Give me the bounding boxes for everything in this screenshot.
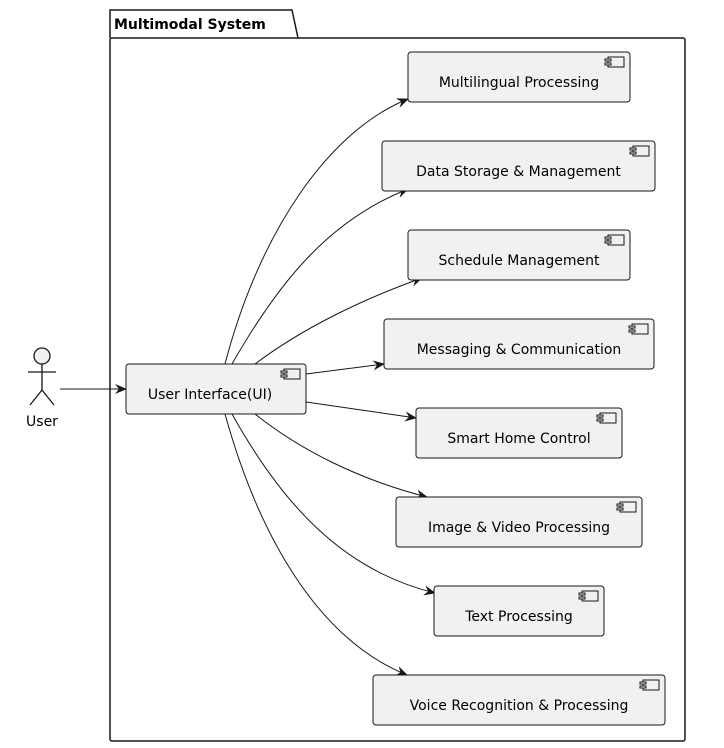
component-box — [415, 407, 623, 459]
component-label: Image & Video Processing — [428, 520, 610, 536]
component-box — [395, 496, 643, 548]
component-icon — [629, 145, 650, 157]
edge-ui-to-smart-home — [305, 401, 417, 422]
component-icon — [596, 412, 617, 424]
component-icon — [604, 56, 625, 68]
component-image-video[interactable]: Image & Video Processing — [395, 496, 643, 548]
edge-ui-to-text — [231, 413, 436, 596]
component-messaging[interactable]: Messaging & Communication — [383, 318, 655, 370]
connections — [60, 98, 436, 676]
edge-ui-to-schedule — [254, 276, 423, 365]
component-box — [372, 674, 666, 726]
component-smart-home[interactable]: Smart Home Control — [415, 407, 623, 459]
component-label: Data Storage & Management — [416, 164, 621, 180]
component-multilingual[interactable]: Multilingual Processing — [407, 51, 631, 103]
edge-ui-to-data-storage — [231, 188, 409, 365]
component-schedule[interactable]: Schedule Management — [407, 229, 631, 281]
component-icon — [578, 590, 599, 602]
component-text[interactable]: Text Processing — [433, 585, 605, 637]
component-box — [381, 140, 656, 192]
actor-label: User — [26, 414, 58, 430]
edge-ui-to-messaging — [305, 360, 385, 375]
component-label: Smart Home Control — [447, 431, 590, 447]
component-label: Text Processing — [464, 609, 573, 625]
component-voice[interactable]: Voice Recognition & Processing — [372, 674, 666, 726]
actor-user[interactable]: User — [26, 347, 58, 430]
component-data-storage[interactable]: Data Storage & Management — [381, 140, 656, 192]
component-icon — [616, 501, 637, 513]
component-box — [407, 51, 631, 103]
component-icon — [604, 234, 625, 246]
edge-ui-to-voice — [224, 413, 408, 676]
component-icon — [639, 679, 660, 691]
component-label: Voice Recognition & Processing — [410, 698, 629, 714]
edge-ui-to-image-video — [254, 413, 428, 500]
component-label: Multilingual Processing — [439, 75, 599, 91]
edge-ui-to-multilingual — [224, 98, 409, 365]
component-box — [407, 229, 631, 281]
package-title: Multimodal System — [114, 17, 266, 33]
component-icon — [280, 368, 301, 380]
hub-label: User Interface(UI) — [148, 387, 272, 403]
component-label: Schedule Management — [438, 253, 600, 269]
component-box — [383, 318, 655, 370]
stick-figure-icon — [28, 347, 56, 406]
component-user-interface[interactable]: User Interface(UI) — [125, 363, 307, 415]
component-box — [433, 585, 605, 637]
component-label: Messaging & Communication — [417, 342, 622, 358]
component-icon — [628, 323, 649, 335]
